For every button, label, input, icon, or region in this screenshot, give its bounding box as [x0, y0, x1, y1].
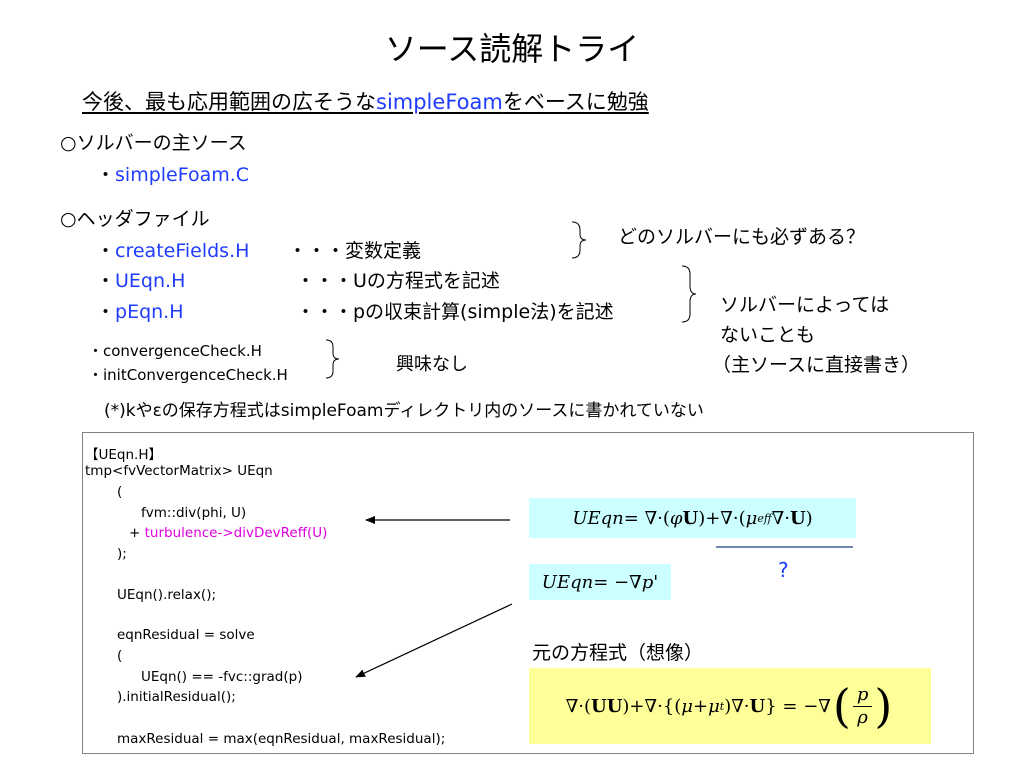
code-plus: + — [129, 525, 145, 541]
small-item-convergence: ・convergenceCheck.H — [88, 342, 262, 360]
equation-ueqn-grad-p: UEqn = −∇p' — [529, 564, 671, 600]
eq-mu-t: μ — [708, 695, 720, 717]
code-line: ).initialResidual(); — [117, 689, 236, 705]
footnote: (*)kやεの保存方程式はsimpleFoamディレクトリ内のソースに書かれてい… — [104, 401, 704, 421]
eq-part: ∇·( — [565, 695, 591, 717]
code-line: eqnResidual = solve — [117, 627, 255, 643]
eq-part: )+∇·( — [698, 507, 746, 529]
code-line: fvm::div(phi, U) — [141, 505, 247, 521]
small-item-init-convergence: ・initConvergenceCheck.H — [88, 366, 288, 384]
eq-vector-u: U — [749, 695, 766, 717]
bullet: ・ — [96, 164, 116, 186]
right-brace-icon — [571, 221, 587, 259]
eq-p-prime: p' — [641, 571, 659, 593]
eq-lhs: UEqn — [572, 507, 624, 529]
note-every-solver: どのソルバーにも必ずある？ — [618, 226, 866, 248]
right-paren-icon: ) — [874, 679, 893, 733]
bullet: ・ — [96, 240, 116, 262]
right-brace-icon — [681, 265, 697, 323]
eq-vector-u: U — [789, 507, 806, 529]
subtitle-suffix: をベースに勉強 — [502, 90, 649, 114]
note-no-interest: 興味なし — [396, 354, 468, 375]
bullet: ・ — [96, 301, 116, 323]
code-line: ( — [117, 648, 123, 664]
original-equation-label: 元の方程式（想像） — [532, 642, 704, 664]
header-item-ueqn: ・UEqn.H — [96, 266, 185, 293]
header-file-name: UEqn.H — [115, 270, 186, 292]
header-item-desc: ・・・pの収束計算(simple法)を記述 — [296, 301, 614, 323]
code-header: 【UEqn.H】 — [85, 447, 162, 463]
eq-subscript-t: t — [719, 699, 725, 713]
eq-denominator: ρ — [857, 706, 868, 728]
eq-vector-u: U — [682, 507, 699, 529]
page-title: ソース読解トライ — [384, 30, 640, 68]
eq-part: )+∇·{( — [622, 695, 682, 717]
eq-part: = −∇ — [593, 571, 642, 593]
code-line-turbulence: + turbulence->divDevReff(U) — [129, 525, 327, 541]
code-line: ); — [117, 546, 127, 562]
main-source-item: ・simpleFoam.C — [96, 160, 249, 187]
eq-lhs: UEqn — [541, 571, 594, 593]
code-box: 【UEqn.H】 tmp<fvVectorMatrix> UEqn ( fvm:… — [82, 432, 974, 754]
eq-part: = ∇·( — [623, 507, 670, 529]
eq-numerator: p — [852, 684, 873, 707]
code-line: ( — [117, 484, 123, 500]
bullet: ・ — [96, 270, 116, 292]
eq-vector-uu: UU — [591, 695, 623, 717]
right-brace-icon — [325, 339, 340, 379]
note-depends-line-3: （主ソースに直接書き） — [712, 354, 921, 376]
arrow-icon — [355, 603, 513, 678]
question-mark: ? — [778, 558, 789, 582]
eq-part: } = −∇ — [765, 695, 831, 717]
eq-phi: φ — [669, 507, 683, 529]
note-depends-line-1: ソルバーによっては — [720, 294, 890, 316]
code-line: maxResidual = max(eqnResidual, maxResidu… — [117, 731, 446, 747]
header-files-heading: ○ヘッダファイル — [60, 208, 210, 230]
header-item-peqn: ・pEqn.H — [96, 297, 184, 324]
header-item-desc: ・・・変数定義 — [288, 240, 422, 262]
header-item-createfields: ・createFields.H — [96, 236, 249, 263]
code-highlight: turbulence->divDevReff(U) — [144, 525, 328, 541]
eq-part: + — [692, 695, 709, 717]
note-depends-line-2: ないことも — [720, 324, 816, 346]
subtitle-prefix: 今後、最も応用範囲の広そうな — [82, 90, 376, 114]
left-paren-icon: ( — [832, 679, 851, 733]
eq-mu: μ — [745, 507, 758, 529]
eq-part: )∇· — [724, 695, 750, 717]
header-item-desc: ・・・Uの方程式を記述 — [296, 270, 500, 292]
subtitle: 今後、最も応用範囲の広そうなsimpleFoamをベースに勉強 — [82, 86, 649, 116]
eq-subscript-eff: eff — [757, 511, 772, 525]
eq-part: ) — [805, 507, 813, 529]
eq-part: ∇· — [771, 507, 790, 529]
header-file-name: createFields.H — [115, 240, 250, 262]
subtitle-highlight: simpleFoam — [376, 90, 503, 114]
code-line: UEqn().relax(); — [117, 587, 217, 603]
header-file-name: pEqn.H — [115, 301, 184, 323]
code-line: UEqn() == -fvc::grad(p) — [141, 669, 303, 685]
code-line: tmp<fvVectorMatrix> UEqn — [85, 463, 273, 479]
eq-mu: μ — [681, 695, 693, 717]
main-source-file: simpleFoam.C — [115, 164, 250, 186]
main-source-heading: ○ソルバーの主ソース — [60, 132, 247, 154]
